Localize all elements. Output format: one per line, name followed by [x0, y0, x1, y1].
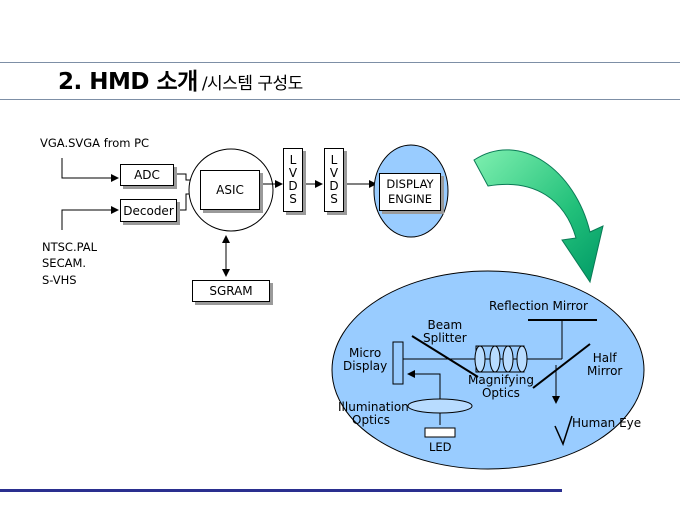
asic-label: ASIC: [216, 183, 244, 197]
lvds-letter: L: [289, 153, 297, 167]
lvds-letter: L: [330, 153, 338, 167]
vga-input-line: [61, 158, 119, 182]
video-input-label-2: SECAM.: [42, 256, 87, 270]
half-mirror-label-2: Mirror: [587, 364, 623, 378]
title-bar: 2. HMD 소개/시스템 구성도: [0, 62, 680, 100]
lvds-letter: D: [288, 179, 298, 193]
eye-symbol: [554, 415, 573, 447]
video-input-line: [61, 206, 119, 230]
magnifying-optics-label-2: Optics: [481, 386, 520, 400]
title-main: 2. HMD 소개: [58, 69, 198, 95]
half-mirror-label: Half Mirror: [587, 352, 622, 378]
page-title: 2. HMD 소개/시스템 구성도: [58, 63, 303, 99]
video-input-label-3: S-VHS: [42, 273, 77, 287]
display-engine-box: DISPLAY ENGINE: [379, 173, 441, 211]
led-label: LED: [429, 440, 452, 454]
micro-display-rect: [392, 341, 404, 385]
display-engine-label-1: DISPLAY: [386, 177, 434, 191]
curved-green-arrow: [473, 149, 604, 284]
title-sub: /시스템 구성도: [201, 74, 303, 94]
micro-display-label: Micro Display: [343, 347, 387, 373]
magnifying-optics-label-1: Magnifying: [468, 373, 534, 387]
half-mirror-line: [532, 343, 591, 389]
lvds-letter: S: [289, 192, 297, 206]
illumination-optics-label: Illumination Optics: [338, 401, 409, 427]
vga-input-label: VGA.SVGA from PC: [40, 136, 150, 150]
reflection-mirror-label: Reflection Mirror: [489, 299, 588, 313]
magnifying-lenses: [474, 345, 528, 373]
sgram-label: SGRAM: [209, 284, 253, 298]
illumination-optics-label-1: Illumination: [338, 400, 409, 414]
micro-display-label-2: Display: [343, 359, 388, 373]
beam-splitter-label-2: Splitter: [423, 331, 467, 345]
decoder-label: Decoder: [123, 203, 174, 218]
beam-splitter-label-1: Beam: [427, 318, 463, 332]
beam-splitter-label: Beam Splitter: [423, 319, 467, 345]
sgram-box: SGRAM: [192, 280, 270, 302]
micro-display-label-1: Micro: [348, 346, 382, 360]
lvds-letter: V: [329, 166, 339, 180]
asic-box: ASIC: [200, 170, 260, 210]
human-eye-label: Human Eye: [572, 416, 642, 430]
beam-splitter-line: [411, 335, 479, 378]
illumination-optics-label-2: Optics: [352, 413, 390, 427]
bottom-rule: [0, 489, 562, 492]
half-mirror-label-1: Half: [592, 351, 617, 365]
adc-label: ADC: [134, 168, 160, 182]
adc-box: ADC: [120, 164, 174, 186]
illumination-lens: [407, 398, 473, 414]
lvds-letter: S: [330, 192, 338, 206]
lvds-letter: D: [329, 179, 339, 193]
video-input-label-1: NTSC.PAL: [42, 240, 98, 254]
decoder-box: Decoder: [120, 199, 177, 222]
lvds-letter: V: [288, 166, 298, 180]
magnifying-optics-label: Magnifying Optics: [468, 374, 534, 400]
lvds-box-1: L V D S: [283, 148, 303, 212]
led-rect: [424, 427, 456, 438]
lvds-box-2: L V D S: [324, 148, 344, 212]
display-engine-label-2: ENGINE: [387, 192, 433, 206]
